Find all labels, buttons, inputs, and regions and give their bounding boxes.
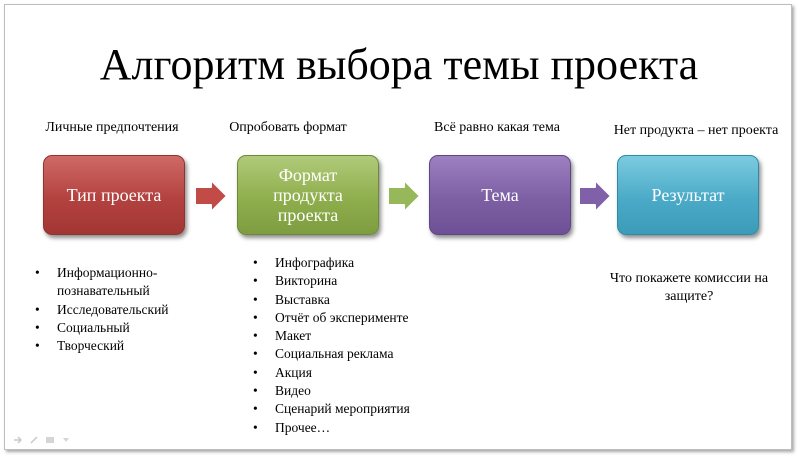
list-item: Видео [249,382,410,401]
step-box-format: Формат продукта проекта [237,155,379,235]
slide-title: Алгоритм выбора темы проекта [99,40,699,89]
list-item: познавательный [57,283,150,299]
step-caption-2: Опробовать формат [229,120,347,135]
pointer-icon[interactable] [61,435,71,445]
step-caption-1: Личные предпочтения [45,120,179,135]
menu-icon[interactable] [45,435,55,445]
list-item: Социальная реклама [249,345,410,364]
list-item: Инфографика [249,254,410,273]
step-box-type: Тип проекта [43,155,185,235]
list-item: Выставка [249,291,410,310]
list-item: Информационно- [31,264,169,283]
slide: Алгоритм выбора темы проекта Личные пред… [4,4,792,450]
list-item: Прочее… [249,419,410,438]
list-item: Отчёт об эксперименте [249,309,410,328]
list-item: Акция [249,364,410,383]
result-question: Что покажете комиссии на защите? [609,271,769,304]
arrow-right-icon [387,179,421,213]
step-caption-4: Нет продукта – нет проекта [613,123,779,138]
list-item: Исследовательский [31,301,169,320]
list-item: Социальный [31,319,169,338]
step-label-type: Тип проекта [66,185,162,205]
slideshow-controls[interactable] [13,435,71,447]
step-box-result: Результат [617,155,759,235]
arrow-right-icon [578,179,612,213]
step-label-format: Формат продукта проекта [273,165,343,225]
step-label-result: Результат [651,185,725,205]
list-item: Викторина [249,272,410,291]
step-box-topic: Тема [429,155,571,235]
arrow-right-icon[interactable] [13,435,23,445]
pen-icon[interactable] [29,435,39,445]
list-item: Макет [249,327,410,346]
arrow-right-icon [194,179,228,213]
list-item: Сценарий мероприятия [249,400,410,419]
list-item: Творческий [31,337,169,356]
step-label-topic: Тема [481,185,519,205]
format-list: Инфографика Викторина Выставка Отчёт об … [249,254,410,437]
step-caption-3: Всё равно какая тема [434,120,560,135]
project-type-list: Информационно- познавательный Исследоват… [31,264,169,356]
